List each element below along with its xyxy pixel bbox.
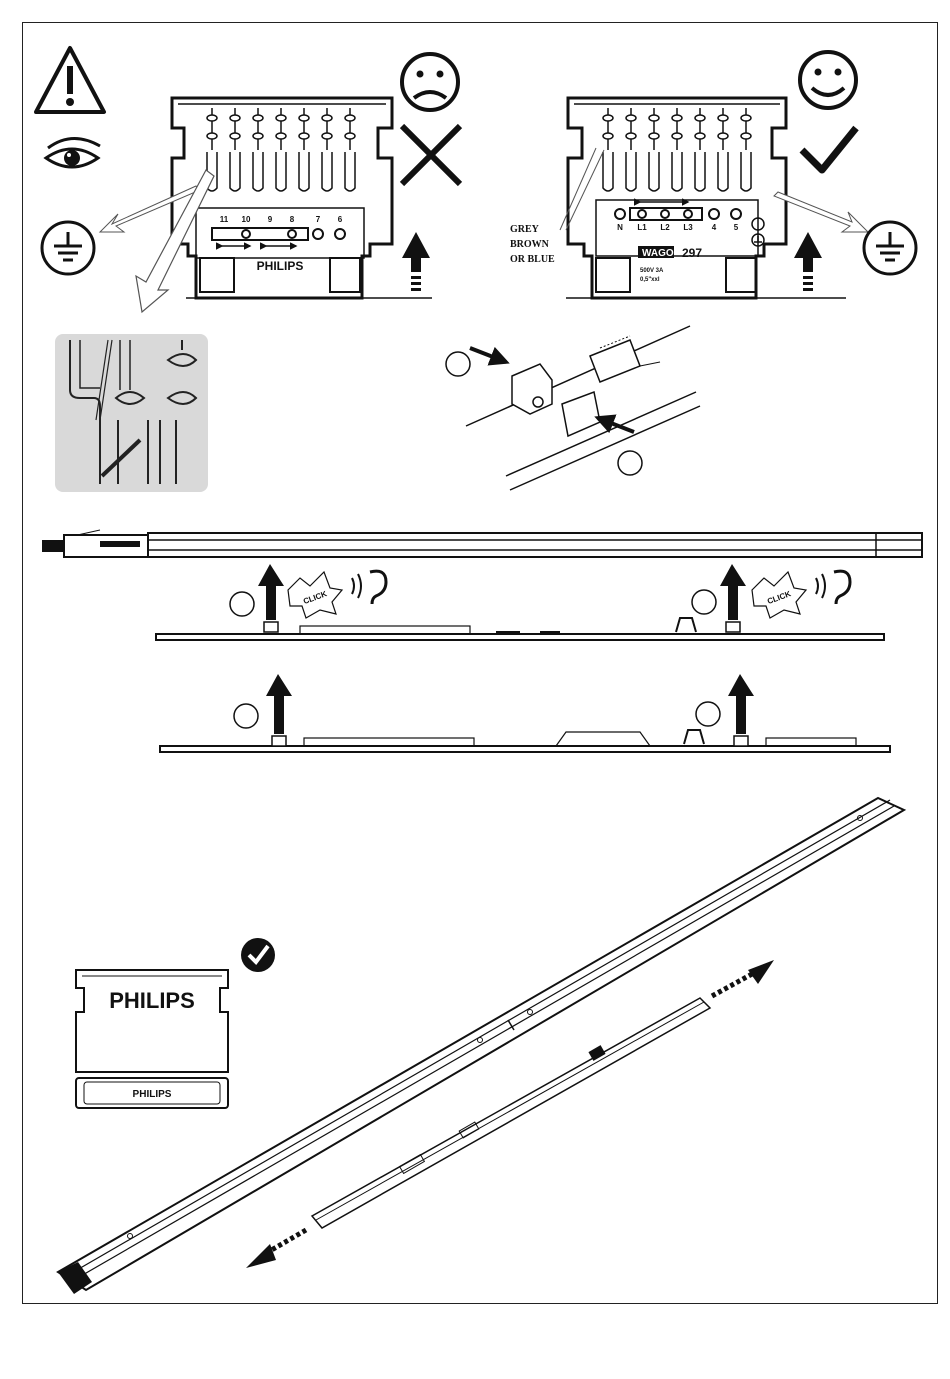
gear-tray-row-2 (160, 674, 890, 752)
trunking-rail (42, 530, 922, 557)
terminal-clamp (299, 115, 309, 121)
terminal-clamp (603, 115, 613, 121)
terminal-clamp (672, 115, 682, 121)
terminal-clamp (207, 133, 217, 139)
sad-face-icon (402, 54, 458, 110)
terminal-label: 8 (290, 215, 295, 224)
terminal-label: N (617, 223, 623, 232)
check-badge (241, 938, 275, 972)
terminal-pins (603, 108, 751, 191)
earth-icon (864, 222, 916, 274)
wago-brand: WAGO (642, 248, 674, 259)
eye-icon (46, 138, 100, 167)
terminal-label: L1 (637, 223, 647, 232)
earth-icon (42, 222, 94, 274)
ear-icon (816, 571, 850, 604)
terminal-slot (695, 152, 705, 191)
terminal-clamp (695, 133, 705, 139)
terminal-slot (253, 152, 263, 191)
warning-icon (36, 48, 104, 112)
terminal-slot (672, 152, 682, 191)
terminal-clamp (322, 115, 332, 121)
terminal-slot (718, 152, 728, 191)
terminal-slot (649, 152, 659, 191)
terminal-label: 5 (734, 223, 739, 232)
terminal-clamp (230, 115, 240, 121)
right-connector-diagram (560, 98, 868, 298)
insert-up-arrow (794, 232, 822, 291)
terminal-letter-labels: N L1 L2 L3 4 5 (617, 223, 739, 232)
terminal-label: L3 (683, 223, 693, 232)
terminal-slot (626, 152, 636, 191)
terminal-label: 7 (316, 215, 321, 224)
terminal-clamp (741, 115, 751, 121)
wire-colour-grey: GREY (510, 224, 540, 235)
terminal-label: 9 (268, 215, 273, 224)
insert-up-arrow (402, 232, 430, 291)
terminal-clamp (207, 115, 217, 121)
terminal-clamp (718, 115, 728, 121)
terminal-clamp (603, 133, 613, 139)
wire-colour-blue: OR BLUE (510, 254, 555, 265)
terminal-clamp (253, 115, 263, 121)
terminal-clamp (345, 115, 355, 121)
philips-logo-large: PHILIPS (109, 988, 195, 1013)
ear-icon (352, 571, 386, 604)
terminal-clamp (626, 115, 636, 121)
terminal-clamp (322, 133, 332, 139)
terminal-label: 11 (220, 215, 229, 224)
terminal-clamp (718, 133, 728, 139)
happy-face-icon (800, 52, 856, 108)
terminal-label: 10 (242, 215, 251, 224)
terminal-clamp (672, 133, 682, 139)
terminal-label: 4 (712, 223, 717, 232)
terminal-slot (603, 152, 613, 191)
check-icon (802, 128, 856, 170)
terminal-clamp (276, 115, 286, 121)
clip-insert-detail (446, 326, 700, 490)
terminal-label: 6 (338, 215, 343, 224)
zoom-detail-panel (55, 334, 208, 492)
wrong-connector-diagram (100, 98, 432, 312)
philips-logo-small: PHILIPS (133, 1089, 172, 1100)
terminal-slot (299, 152, 309, 191)
terminal-slot (741, 152, 751, 191)
terminal-clamp (345, 133, 355, 139)
terminal-clamp (299, 133, 309, 139)
terminal-clamp (649, 115, 659, 121)
wago-rating-1: 500V 3A (640, 268, 664, 274)
terminal-number-labels: 11 10 9 8 7 6 (220, 215, 343, 224)
terminal-slot (322, 152, 332, 191)
wago-rating-2: 0,5"xxl (640, 277, 660, 283)
cross-icon (402, 126, 460, 184)
wago-model: 297 (682, 246, 702, 260)
terminal-clamp (253, 133, 263, 139)
terminal-clamp (649, 133, 659, 139)
terminal-slot (345, 152, 355, 191)
terminal-slot (230, 152, 240, 191)
terminal-clamp (741, 133, 751, 139)
terminal-slot (276, 152, 286, 191)
terminal-clamp (230, 133, 240, 139)
terminal-clamp (626, 133, 636, 139)
wrong-connector-brand: PHILIPS (257, 259, 304, 273)
wire-colour-brown: BROWN (510, 239, 550, 250)
terminal-clamp (695, 115, 705, 121)
terminal-label: L2 (660, 223, 670, 232)
terminal-clamp (276, 133, 286, 139)
terminal-pins (207, 108, 355, 191)
